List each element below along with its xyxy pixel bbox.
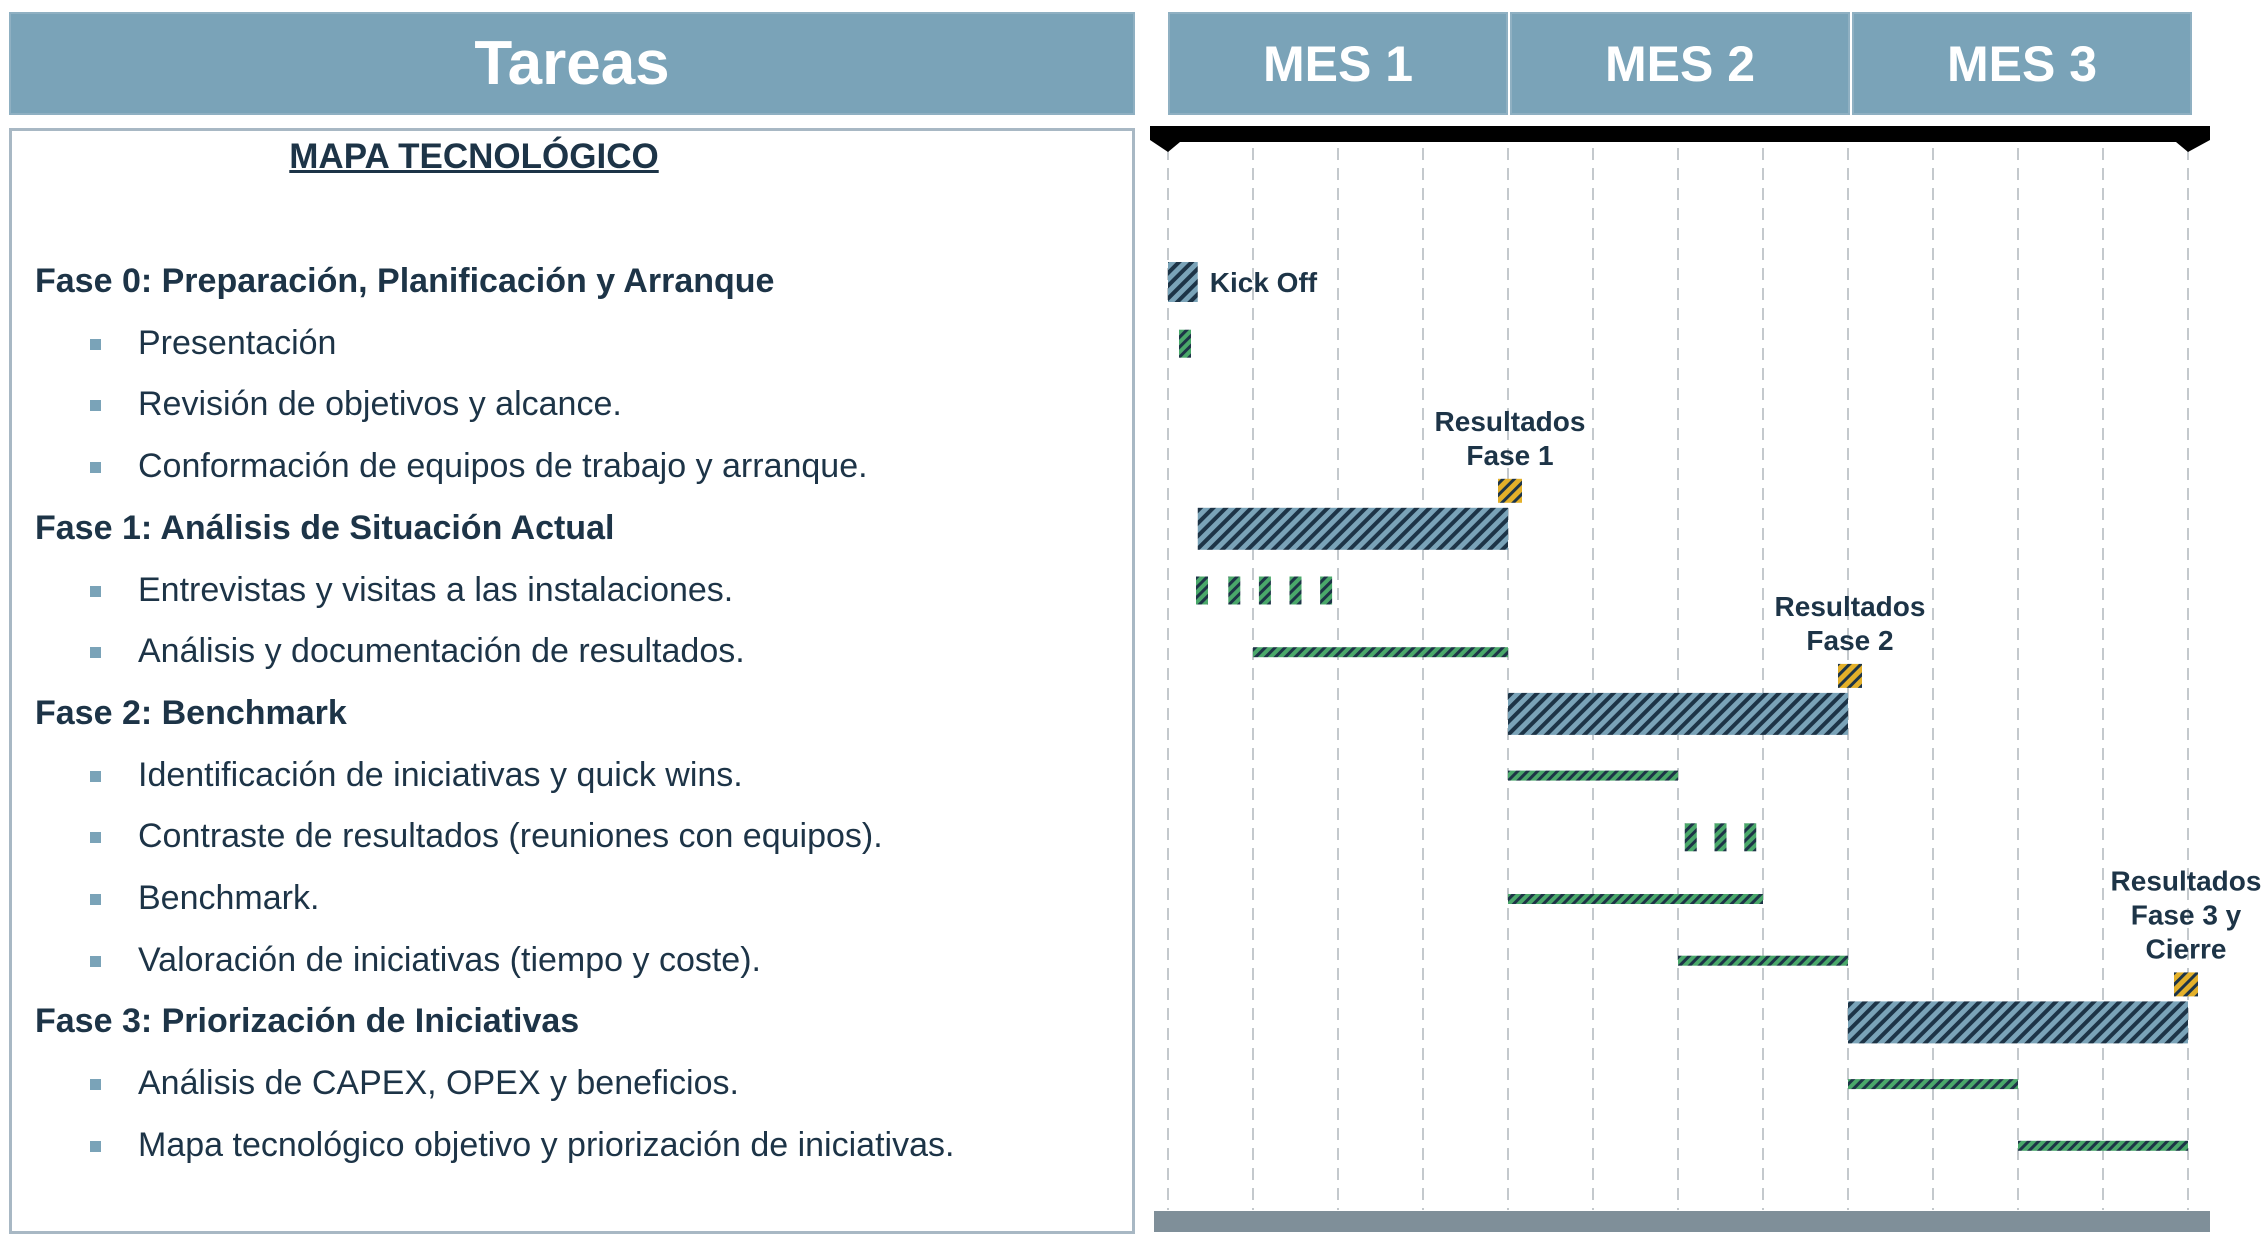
milestone-label: Fase 2	[1806, 625, 1893, 656]
panel-title: MAPA TECNOLÓGICO	[289, 137, 659, 176]
bullet-icon	[90, 832, 101, 844]
task-bar	[1508, 894, 1763, 904]
task-item: Presentación	[138, 323, 337, 362]
milestone-marker	[2174, 972, 2198, 997]
phase-bar	[1168, 262, 1198, 302]
phase-bar	[1848, 1001, 2188, 1044]
tasks-header: Tareas	[9, 12, 1135, 115]
month-header-2: MES 2	[1510, 12, 1850, 115]
task-bar	[1508, 770, 1678, 781]
bullet-icon	[90, 400, 101, 412]
phase-bar-label: Kick Off	[1210, 267, 1318, 298]
task-tick	[1228, 576, 1241, 605]
task-tick	[1320, 576, 1333, 605]
milestone-label: Resultados	[1775, 591, 1926, 622]
task-item: Mapa tecnológico objetivo y priorización…	[138, 1125, 955, 1164]
phase-heading: Fase 3: Priorización de Iniciativas	[35, 1002, 580, 1041]
milestone-label: Resultados	[1435, 406, 1586, 437]
milestone-marker	[1498, 478, 1522, 503]
phase-bar	[1508, 692, 1848, 735]
task-bar	[1253, 647, 1508, 658]
milestone-marker	[1838, 663, 1862, 688]
month-header-1: MES 1	[1168, 12, 1508, 115]
task-tick	[1179, 329, 1191, 358]
task-tick	[1714, 823, 1727, 852]
bullet-icon	[90, 462, 101, 474]
task-tick	[1744, 823, 1757, 852]
bullet-icon	[90, 647, 101, 659]
task-item: Análisis de CAPEX, OPEX y beneficios.	[138, 1064, 739, 1103]
task-bar	[2018, 1140, 2188, 1151]
phase-heading: Fase 0: Preparación, Planificación y Arr…	[35, 262, 775, 300]
month-header-3: MES 3	[1852, 12, 2192, 115]
bullet-icon	[90, 585, 101, 597]
task-item: Identificación de iniciativas y quick wi…	[138, 755, 743, 794]
task-item: Contraste de resultados (reuniones con e…	[138, 817, 883, 856]
task-item: Benchmark.	[138, 879, 320, 917]
task-item: Revisión de objetivos y alcance.	[138, 385, 622, 424]
milestone-label: Cierre	[2146, 933, 2227, 964]
milestone-label: Fase 1	[1466, 440, 1553, 471]
task-bar	[1848, 1079, 2018, 1090]
phase-bar	[1197, 507, 1508, 550]
bullet-icon	[90, 955, 101, 967]
phase-heading: Fase 1: Análisis de Situación Actual	[35, 508, 615, 547]
task-tick	[1289, 576, 1302, 605]
milestone-label: Resultados	[2111, 865, 2262, 896]
bullet-icon	[90, 770, 101, 782]
task-item: Análisis y documentación de resultados.	[138, 632, 745, 671]
bullet-icon	[90, 894, 101, 905]
timeline-bracket	[1150, 126, 2210, 152]
task-tick	[1258, 576, 1271, 605]
task-item: Conformación de equipos de trabajo y arr…	[138, 447, 868, 486]
task-item: Entrevistas y visitas a las instalacione…	[138, 570, 734, 609]
bullet-icon	[90, 338, 101, 350]
task-item: Valoración de iniciativas (tiempo y cost…	[138, 940, 761, 979]
task-tick	[1684, 823, 1697, 852]
phase-heading: Fase 2: Benchmark	[35, 693, 347, 732]
timeline-footer-bar	[1154, 1211, 2210, 1232]
milestone-label: Fase 3 y	[2131, 899, 2242, 930]
bullet-icon	[90, 1140, 101, 1152]
task-bar	[1678, 955, 1848, 966]
task-list-panel	[9, 128, 1135, 1234]
task-tick	[1196, 576, 1208, 605]
bullet-icon	[90, 1079, 101, 1091]
